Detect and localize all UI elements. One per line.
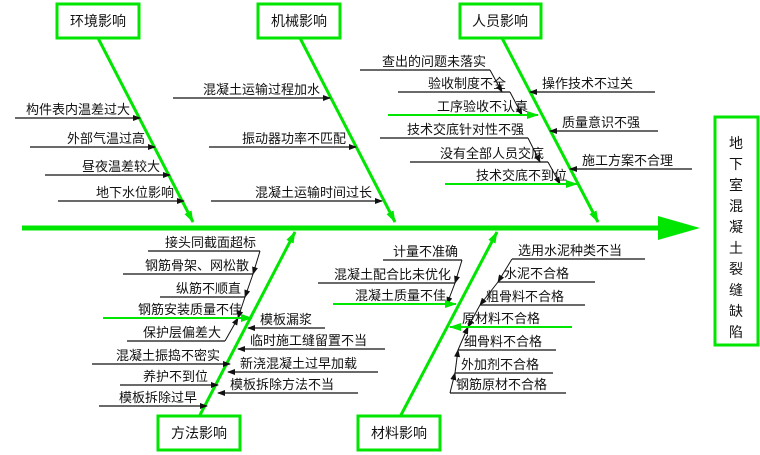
effect-char: 地 [729,136,743,152]
category-box-machinery [256,2,342,40]
cause-label: 保护层偏差大 [143,326,221,341]
cause-label: 没有全部人员交底 [440,146,544,162]
category-method: 方法影响 [171,426,227,442]
effect-char: 下 [729,157,743,173]
cause-label: 纵筋不顺直 [176,281,241,297]
effect-char: 凝 [729,220,743,236]
sub-cause-connector [489,69,503,93]
cause-label: 新浇混凝土过早加载 [240,356,357,372]
cause-label: 接头同截面超标 [165,235,256,251]
effect-char: 缺 [729,304,743,320]
cause-label: 混凝土运输时间过长 [255,185,372,201]
sub-cause-connector [252,250,261,275]
cause-label: 操作技术不过关 [542,76,633,92]
cause-label: 钢筋安装质量不佳 [138,302,242,318]
cause-label: 模板漏浆 [260,312,312,328]
cause-label: 构件表内温差过大 [26,102,130,118]
cause-label: 选用水泥种类不当 [518,244,622,259]
cause-label: 施工方案不合理 [582,153,673,169]
category-material: 材料影响 [371,426,427,442]
cause-label: 混凝土运输过程加水 [203,82,320,98]
cause-label: 钢筋骨架、网松散 [145,258,249,274]
cause-label: 质量意识不强 [562,115,640,131]
cause-label: 混凝土质量不佳 [355,288,446,304]
cause-label: 混凝土振捣不密实 [116,348,220,364]
effect-char: 缝 [729,283,743,299]
sub-cause-connector [479,281,499,306]
cause-label: 工序验收不认真 [437,99,528,115]
cause-label: 昼夜温差较大 [82,160,160,175]
cause-label: 验收制度不全 [428,76,506,92]
category-box-environment [55,2,141,40]
cause-label: 技术交底针对性不强 [407,122,524,138]
bone-environment [96,37,195,223]
category-box-material [356,414,442,452]
sub-cause-connector [527,137,541,163]
sub-cause-connector [509,91,523,116]
sub-cause-connector [446,282,456,305]
cause-label: 模板拆除过早 [119,391,197,406]
effect-char: 室 [729,177,743,194]
cause-label: 原材料不合格 [462,311,540,327]
cause-label: 细骨料不合格 [464,334,542,350]
effect-char: 裂 [729,262,743,278]
bone-machinery [298,37,397,223]
sub-cause-connector [547,161,561,185]
sub-cause-connector [454,349,461,374]
cause-label: 粗骨料不合格 [486,289,564,305]
effect-box [713,115,760,347]
sub-cause-connector [237,296,246,319]
cause-label: 模板拆除方法不当 [230,377,334,393]
cause-label: 外加剂不合格 [461,357,539,373]
sub-cause-connector [454,259,463,284]
cause-label: 外部气温过高 [67,131,145,147]
sub-cause-connector [224,317,239,342]
cause-label: 钢筋原材不合格 [456,377,547,393]
spine-arrowhead [658,216,700,240]
cause-label: 技术交底不到位 [476,168,567,184]
cause-label: 地下水位影响 [96,185,174,201]
cause-label: 振动器功率不匹配 [242,131,346,147]
cause-label: 计量不准确 [393,245,458,260]
cause-label: 查出的问题未落实 [382,54,486,70]
sub-cause-connector [244,273,254,298]
cause-label: 水泥不合格 [504,266,569,282]
category-box-method [156,414,242,452]
cause-label: 混凝土配合比未优化 [334,267,451,283]
category-machinery: 机械影响 [271,14,327,30]
category-environment: 环境影响 [70,14,126,30]
sub-cause-connector [497,258,513,283]
sub-cause-connector [457,326,469,351]
effect-char: 陷 [729,325,743,341]
effect-char: 混 [729,199,743,215]
category-people: 人员影响 [472,14,528,30]
category-box-people [458,2,543,40]
cause-label: 养护不到位 [143,369,208,385]
sub-cause-connector [449,372,457,394]
sub-cause-connector [467,304,481,328]
cause-label: 临时施工缝留置不当 [250,334,367,349]
effect-char: 土 [729,241,743,257]
